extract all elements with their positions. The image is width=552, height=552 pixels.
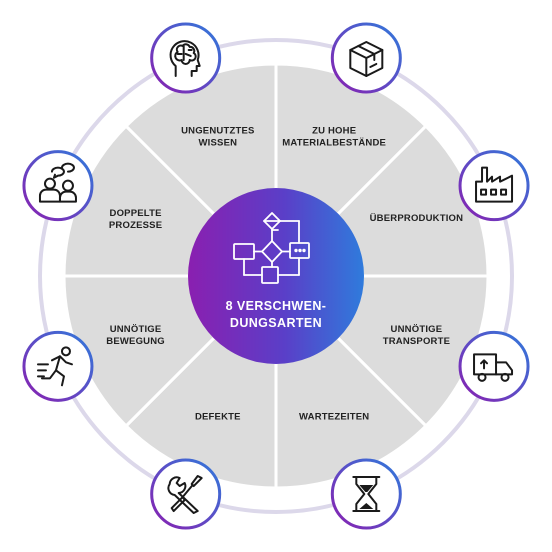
icon-badge-ring [458,330,530,402]
people-chat-icon [38,162,77,203]
icon-badge-ring [150,22,222,94]
segment-label-5-line1: DEFEKTE [195,411,241,422]
box-icon [349,40,384,77]
icon-badge-ring [22,150,94,222]
segment-label-3-line1: UNNÖTIGE [391,324,443,335]
tools-icon [167,475,203,515]
segment-label-1-line2: MATERIALBESTÄNDE [282,138,386,149]
segment-label-8-line2: WISSEN [198,138,237,149]
icon-badge-ring [458,150,530,222]
icon-badge-3 [458,330,530,402]
icon-badge-5 [150,458,222,530]
segment-label-6-line2: BEWEGUNG [106,336,165,347]
icon-badge-1 [330,22,402,94]
icon-badge-8 [150,22,222,94]
segment-label-2-line1: ÜBERPRODUKTION [370,213,464,224]
factory-icon [475,166,514,203]
flowchart-icon [233,212,310,284]
running-person-icon [36,346,73,387]
outer-ring [38,38,514,514]
segment-label-4-line1: WARTEZEITEN [299,411,369,422]
icon-badge-2 [458,150,530,222]
brain-head-icon [169,40,201,77]
icon-badge-6 [22,330,94,402]
center-title-line2: DUNGSARTEN [230,316,322,330]
icon-badge-ring [330,458,402,530]
segment-label-1-line1: ZU HOHE [312,126,356,137]
truck-icon [473,353,514,382]
center-circle [188,188,364,364]
segment-label-3-line2: TRANSPORTE [383,336,450,347]
badges-layer [22,22,530,530]
segment-label-8-line1: UNGENUTZTES [181,126,254,137]
icon-badge-7 [22,150,94,222]
center-title-line1: 8 VERSCHWEN- [226,299,327,313]
segment-label-7-line1: DOPPELTE [110,208,162,219]
icon-badge-4 [330,458,402,530]
segment-label-7-line2: PROZESSE [109,220,162,231]
segment-label-6-line1: UNNÖTIGE [110,324,162,335]
hourglass-icon [352,476,381,513]
